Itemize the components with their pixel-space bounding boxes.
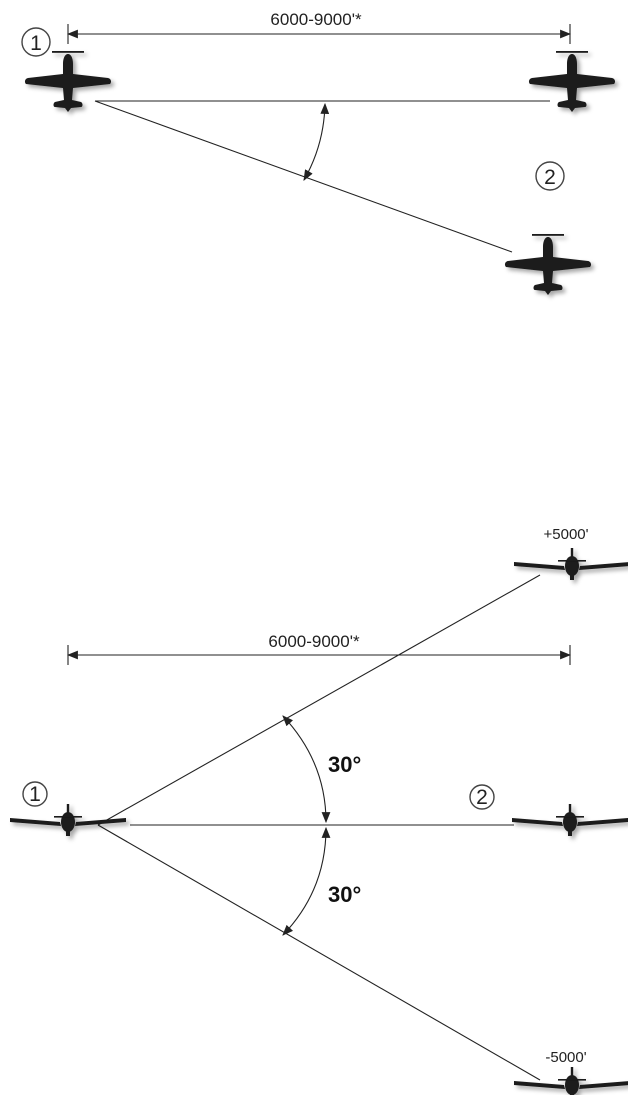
lower-angle-arc	[282, 826, 331, 936]
side-lead-marker: 1	[22, 781, 48, 807]
svg-text:1: 1	[30, 32, 42, 55]
lower-angle-label: 30°	[328, 882, 361, 907]
svg-text:2: 2	[544, 166, 556, 189]
top-wingman-marker: 2	[535, 161, 565, 191]
top-wingman-aircraft-icon	[504, 234, 592, 295]
level-wingman-aircraft-icon	[512, 804, 628, 836]
lower-altitude-label: -5000'	[545, 1049, 586, 1066]
svg-text:2: 2	[476, 786, 488, 809]
upper-angle-label: 30°	[328, 752, 361, 777]
upper-bearing-line	[97, 574, 541, 826]
lower-bearing-line	[97, 824, 541, 1081]
side-wingman-marker: 2	[469, 784, 495, 810]
top-view: 6000-9000'* 1 2	[21, 10, 616, 295]
upper-wingman-aircraft-icon	[514, 548, 628, 580]
top-lead-marker: 1	[21, 27, 51, 57]
top-distance-label: 6000-9000'*	[270, 10, 362, 29]
lower-wingman-aircraft-icon	[514, 1067, 628, 1095]
upper-angle-arc	[282, 715, 331, 824]
svg-text:1: 1	[29, 783, 41, 806]
top-lead-aircraft-icon	[24, 51, 112, 112]
upper-altitude-label: +5000'	[544, 526, 589, 543]
side-distance-label: 6000-9000'*	[268, 632, 360, 651]
side-view: +5000' 6000-9000'* 30° 30° 1 2 -5000'	[10, 526, 628, 1095]
top-bearing-line	[94, 100, 513, 253]
top-angle-arc	[303, 102, 330, 181]
top-wingman-reference-aircraft-icon	[528, 51, 616, 112]
